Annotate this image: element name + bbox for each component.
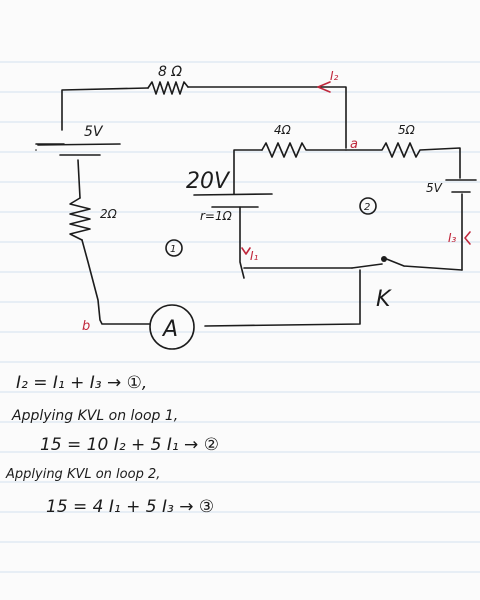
- equation-1: I₂ = I₁ + I₃ → ①,: [16, 373, 147, 393]
- battery-right: [445, 179, 477, 193]
- label-battery-left: 5V: [84, 124, 104, 140]
- arrow-i2: [317, 81, 331, 93]
- resistor-4ohm: [261, 142, 347, 158]
- label-ammeter: A: [161, 317, 178, 342]
- wire-bottom-right: [204, 269, 361, 327]
- wire-battery-to-4ohm: [233, 149, 263, 195]
- wire-left: [77, 159, 151, 325]
- label-loop1: 1: [170, 244, 176, 255]
- battery-center: [193, 193, 273, 208]
- wire-top: [61, 86, 347, 149]
- label-i2: I₂: [330, 69, 339, 83]
- label-node-a: a: [350, 137, 358, 152]
- kvl-loop2-heading: Applying KVL on loop 2,: [5, 467, 160, 482]
- loop2-marker: [359, 197, 377, 215]
- ruled-lines: [0, 61, 480, 573]
- label-internal-resistance: r=1Ω: [200, 209, 233, 223]
- loop1-marker: [165, 239, 183, 257]
- label-battery-center: 20V: [186, 169, 231, 194]
- label-switch-k: K: [376, 287, 392, 312]
- switch-pivot: [381, 256, 387, 262]
- kvl-loop1-heading: Applying KVL on loop 1,: [11, 408, 178, 424]
- label-node-b: b: [82, 319, 90, 334]
- label-resistor-4ohm: 4Ω: [274, 123, 292, 137]
- label-i3: I₃: [448, 231, 457, 245]
- ammeter-circle: [149, 304, 195, 350]
- wire-battery-down: [239, 206, 245, 279]
- resistor-5ohm: [345, 142, 461, 179]
- equation-2: 15 = 10 I₂ + 5 I₁ → ②: [40, 435, 219, 455]
- label-battery-right: 5V: [426, 181, 443, 195]
- switch-k: [351, 257, 463, 271]
- label-resistor-2ohm: 2Ω: [100, 207, 118, 221]
- equation-3: 15 = 4 I₁ + 5 I₃ → ③: [46, 497, 214, 517]
- label-resistor-5ohm: 5Ω: [398, 123, 416, 137]
- label-top-resistor: 8 Ω: [158, 64, 182, 80]
- battery-left: [37, 143, 121, 156]
- top-resistor-8ohm: [147, 81, 189, 95]
- label-i1: I₁: [250, 249, 259, 263]
- resistor-left-2ohm: [69, 197, 91, 241]
- label-loop2: 2: [364, 202, 370, 213]
- arrow-i3: [464, 231, 471, 245]
- arrow-i1: [241, 247, 251, 255]
